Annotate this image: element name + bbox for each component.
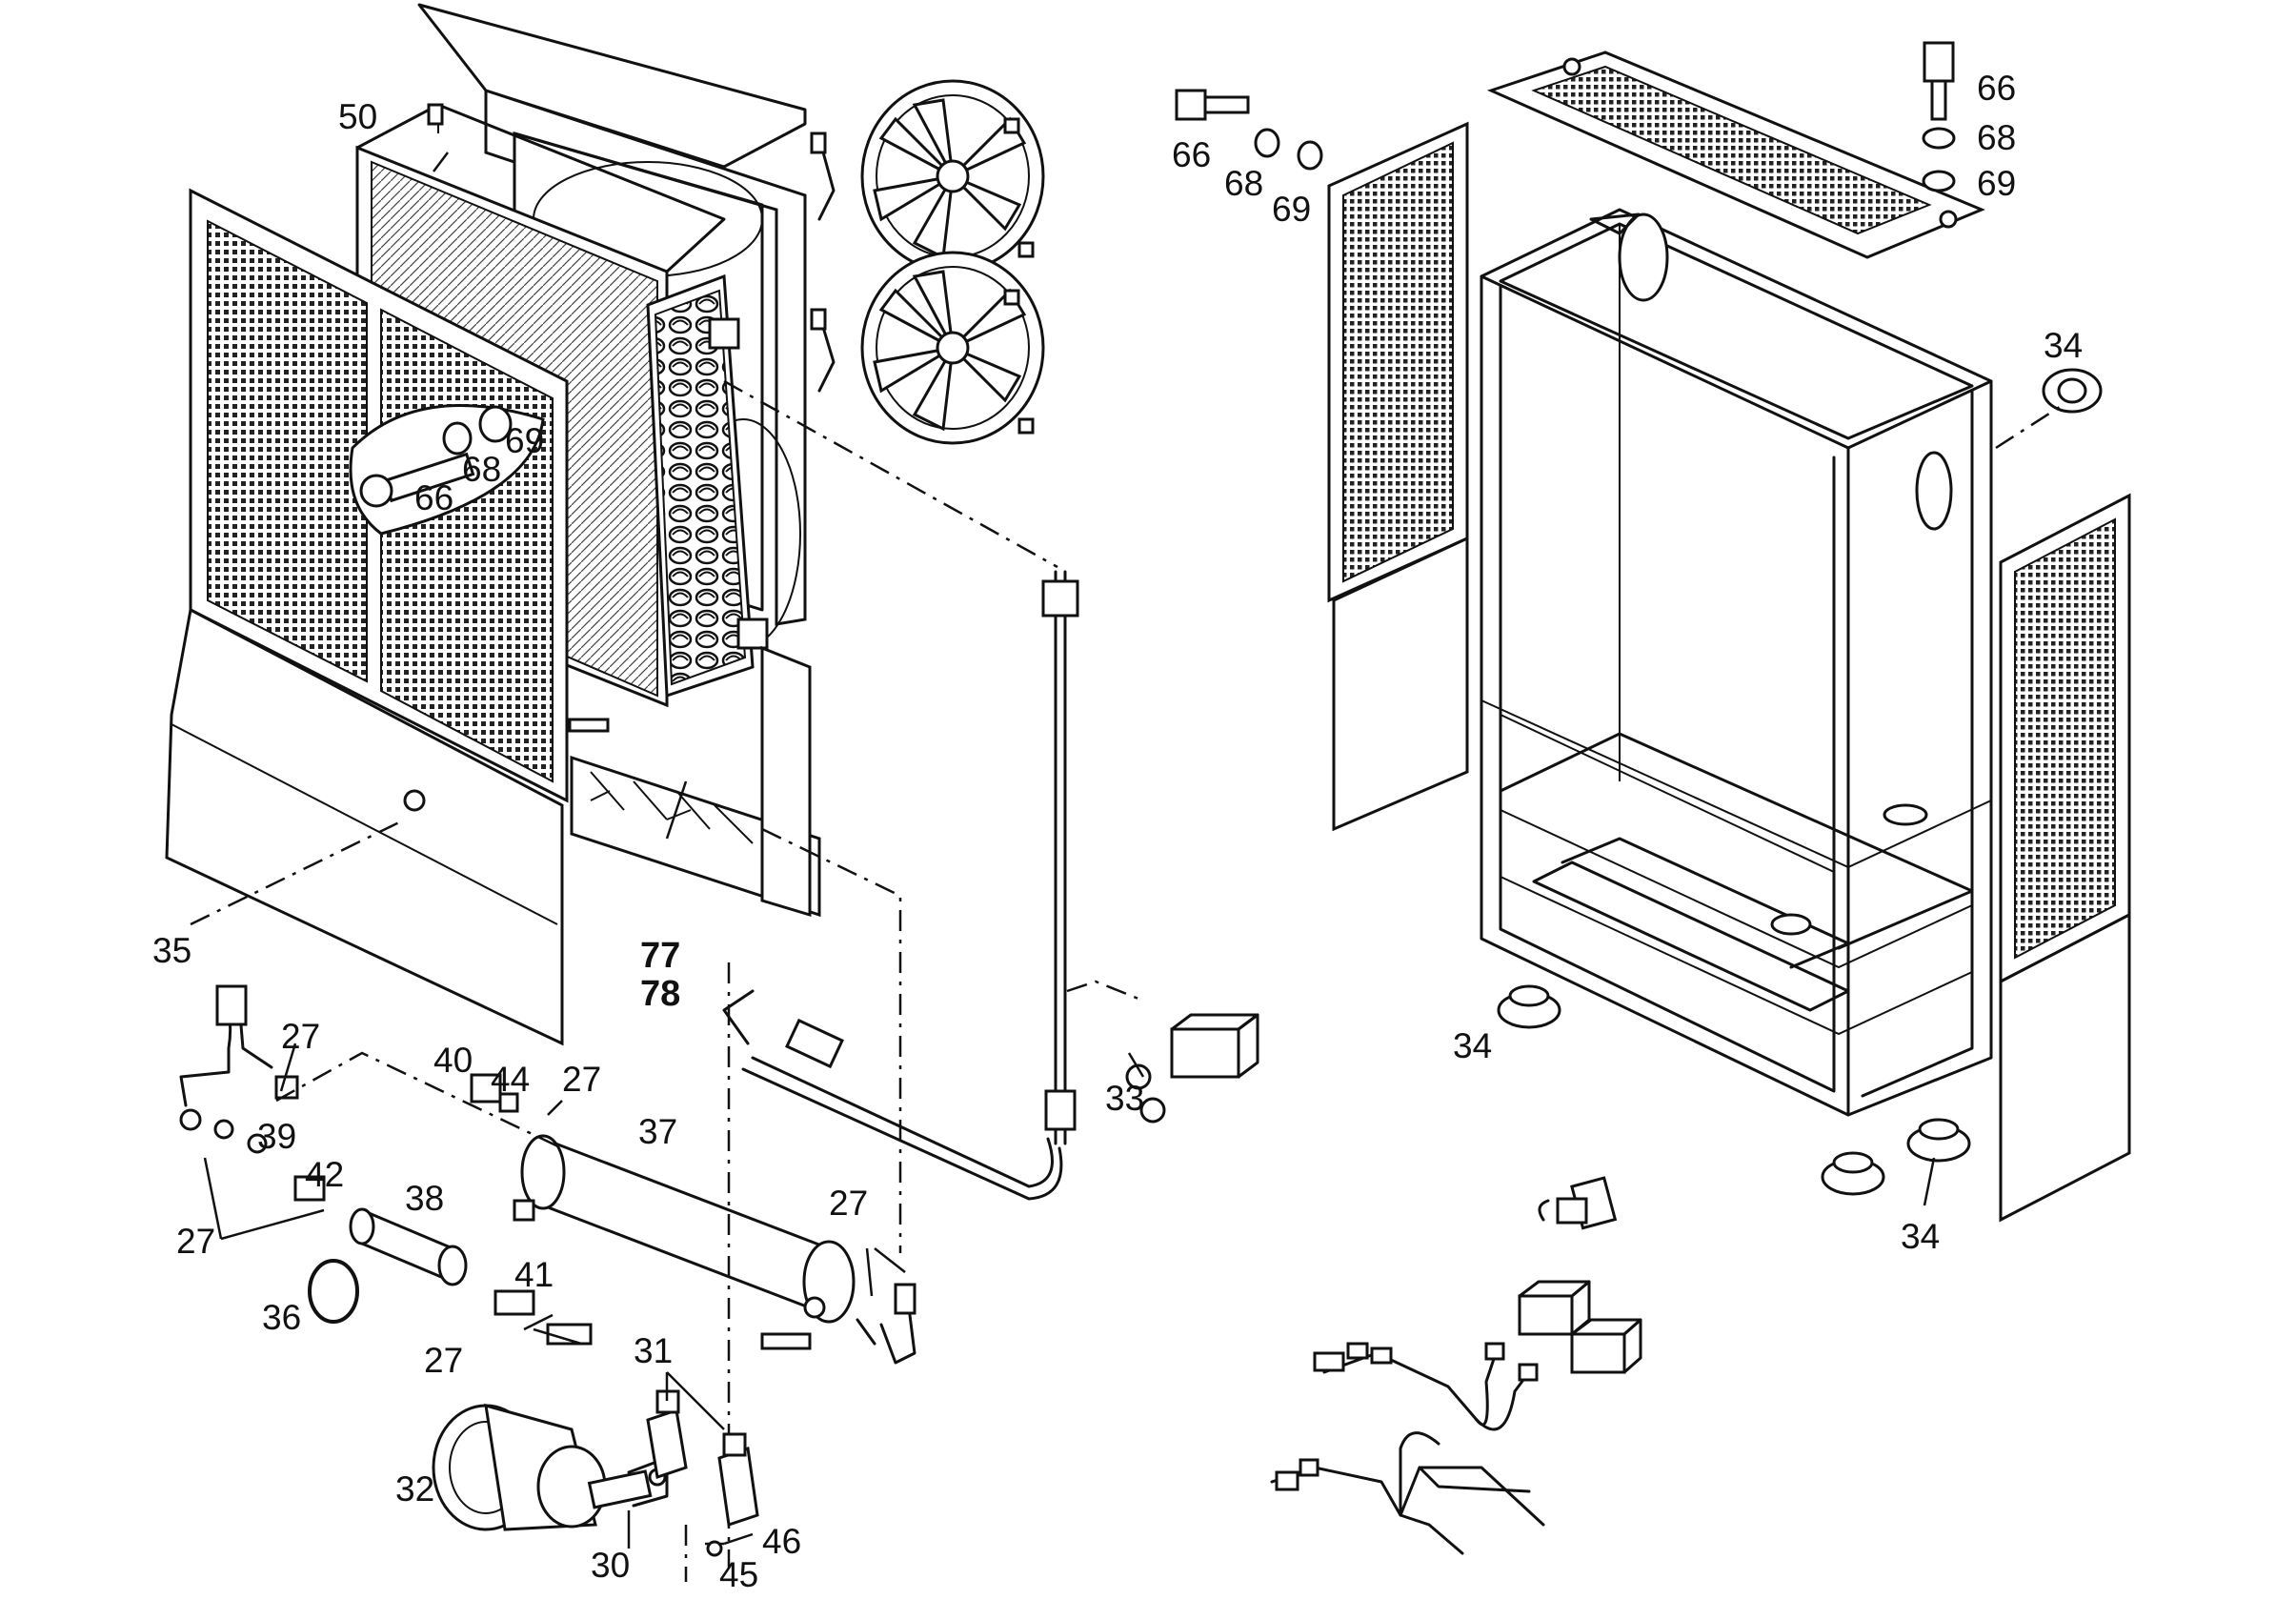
callout-42: 42 [305,1155,344,1194]
callout-36: 36 [262,1298,301,1337]
isolator-feet [1497,368,2103,1196]
leader-lines [203,152,1936,1549]
condenser-coil [646,273,769,699]
cabinet-frame [1480,208,1993,1117]
callout-35: 35 [152,931,191,970]
callout-66-mid: 66 [1172,135,1211,174]
fan-clips [810,117,1035,435]
callout-39: 39 [257,1117,296,1156]
left-side-panel [1327,121,1469,832]
callout-31: 31 [634,1331,673,1370]
pressure-switch [1066,980,1259,1124]
callout-27-d: 27 [829,1184,868,1223]
callout-27-c: 27 [176,1222,215,1261]
lower-skirt-panel [165,607,564,1046]
callout-27-e: 27 [424,1341,463,1380]
callout-68-right: 68 [1977,118,2016,157]
front-grille-panel [189,188,569,803]
air-baffle [568,645,821,918]
callout-27-a: 27 [281,1017,320,1056]
isolator-top [2042,368,2103,414]
callout-30: 30 [591,1546,630,1585]
receiver-tank [513,1134,856,1350]
hardware-bolt-top-mid [1175,89,1323,171]
fan-lower [860,251,1045,445]
callout-66-left: 66 [414,478,453,517]
callout-38: 38 [405,1179,444,1218]
mounting-strap [308,1259,359,1324]
callout-78: 78 [640,974,680,1014]
callout-33: 33 [1105,1079,1144,1118]
hardware-bolt-top-right [1922,41,1956,192]
filter-drier [349,1207,468,1286]
callout-46: 46 [762,1522,801,1561]
callout-77: 77 [640,936,680,976]
callout-27-b: 27 [562,1060,601,1099]
callout-37: 37 [638,1112,677,1151]
fan-upper [860,79,1045,273]
isolator-right [1906,1118,1971,1163]
right-side-panel [1999,493,2131,1223]
callout-40: 40 [433,1041,473,1080]
callout-68-mid: 68 [1224,164,1263,203]
compressor [432,1403,669,1531]
callout-45: 45 [719,1555,758,1594]
top-grille-cover [1486,51,1985,259]
callout-50: 50 [338,97,377,136]
discharge-hose [722,379,1079,1201]
callout-69-left: 69 [505,421,544,460]
wiring-harness [1270,1342,1545,1555]
callout-69-mid: 69 [1272,190,1311,229]
callout-34-left: 34 [1453,1026,1492,1065]
isolator-mid [1821,1151,1885,1196]
callout-labels: 50 69 68 66 35 77 78 27 40 44 27 37 39 4… [152,69,2083,1594]
callout-34-top: 34 [2044,326,2083,365]
callout-44: 44 [491,1060,530,1099]
callout-66-right: 66 [1977,69,2016,108]
relays [1518,1280,1642,1374]
callout-32: 32 [395,1469,434,1509]
callout-34-bottom: 34 [1901,1217,1940,1256]
service-valves [646,1389,759,1557]
elbow-fitting [1538,1176,1618,1230]
callout-69-right: 69 [1977,164,2016,203]
callout-68-left: 68 [462,450,501,489]
callout-41: 41 [514,1255,554,1294]
isolator-left [1497,984,1561,1029]
